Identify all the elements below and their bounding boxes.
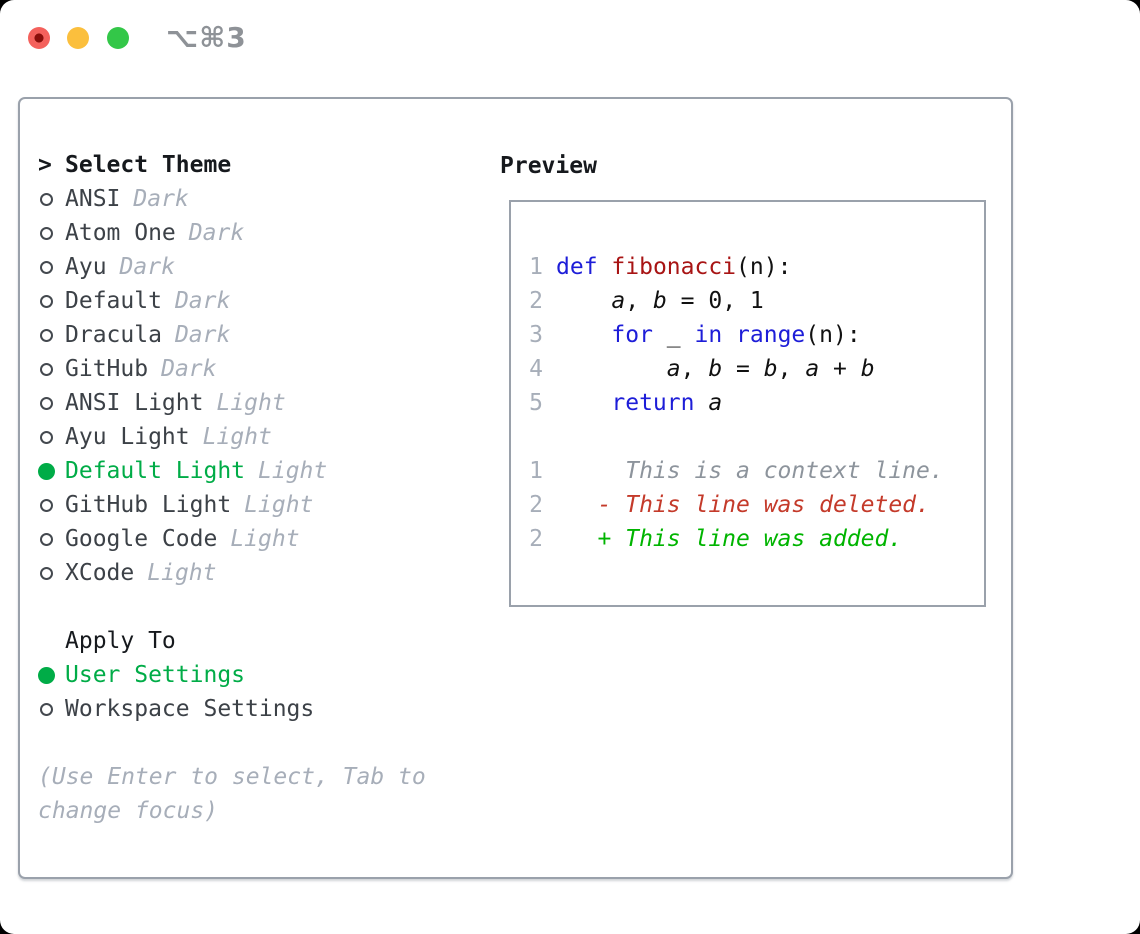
radio-icon xyxy=(40,260,53,274)
theme-name: Default Light xyxy=(65,458,246,484)
radio-icon xyxy=(40,294,53,308)
line-text: - This line was deleted. xyxy=(556,492,930,518)
code-line: 3 for _ in range(n): xyxy=(511,318,984,352)
line-text: def fibonacci(n): xyxy=(556,254,792,280)
theme-variant-tag: Dark xyxy=(119,254,175,280)
spacer xyxy=(38,590,450,624)
theme-name: Default xyxy=(65,288,162,314)
apply-to-option[interactable]: Workspace Settings xyxy=(38,692,450,726)
apply-to-option[interactable]: User Settings xyxy=(38,658,450,692)
radio-icon xyxy=(38,666,55,684)
line-text: a, b = 0, 1 xyxy=(611,288,764,314)
spacer xyxy=(38,726,450,760)
blank-line xyxy=(511,420,984,454)
line-text: This is a context line. xyxy=(556,458,944,484)
code-line: 4 a, b = b, a + b xyxy=(511,352,984,386)
theme-name: XCode xyxy=(65,560,135,586)
theme-name: Google Code xyxy=(65,526,218,552)
theme-option[interactable]: Dracula Dark xyxy=(38,318,450,352)
focus-cursor-icon: > xyxy=(38,152,52,178)
line-number: 2 xyxy=(529,492,543,518)
radio-icon xyxy=(40,362,53,376)
theme-name: Ayu Light xyxy=(65,424,190,450)
radio-icon xyxy=(40,192,53,206)
radio-icon xyxy=(40,532,53,546)
theme-name: Ayu xyxy=(65,254,107,280)
theme-option[interactable]: GitHub Light Light xyxy=(38,488,450,522)
theme-option[interactable]: Ayu Light Light xyxy=(38,420,450,454)
radio-icon xyxy=(38,462,55,480)
theme-option[interactable]: GitHub Dark xyxy=(38,352,450,386)
radio-icon xyxy=(40,396,53,410)
radio-icon xyxy=(40,430,53,444)
theme-option[interactable]: Default Light Light xyxy=(38,454,450,488)
theme-variant-tag: Dark xyxy=(161,356,217,382)
line-number: 2 xyxy=(529,526,543,552)
theme-option[interactable]: Ayu Dark xyxy=(38,250,450,284)
preview-header: Preview xyxy=(500,153,597,179)
theme-option[interactable]: ANSI Dark xyxy=(38,182,450,216)
code-line: 1 def fibonacci(n): xyxy=(511,250,984,284)
line-number: 1 xyxy=(529,458,543,484)
radio-icon xyxy=(40,566,53,580)
apply-to-label: Workspace Settings xyxy=(65,696,315,722)
line-text: a, b = b, a + b xyxy=(666,356,875,382)
apply-to-header: Apply To xyxy=(65,628,176,654)
select-theme-header: Select Theme xyxy=(65,152,232,178)
minimize-button[interactable] xyxy=(67,27,89,49)
theme-variant-tag: Light xyxy=(202,424,272,450)
radio-icon xyxy=(40,328,53,342)
theme-option[interactable]: ANSI Light Light xyxy=(38,386,450,420)
radio-icon xyxy=(40,226,53,240)
window-title: ⌥⌘3 xyxy=(166,21,247,54)
theme-option[interactable]: Google Code Light xyxy=(38,522,450,556)
line-number: 3 xyxy=(529,322,543,348)
code-line: 5 return a xyxy=(511,386,984,420)
theme-name: GitHub Light xyxy=(65,492,232,518)
diff-line: 2 - This line was deleted. xyxy=(511,488,984,522)
theme-name: ANSI Light xyxy=(65,390,204,416)
theme-variant-tag: Light xyxy=(147,560,217,586)
theme-variant-tag: Light xyxy=(258,458,328,484)
theme-variant-tag: Dark xyxy=(188,220,245,246)
theme-variant-tag: Light xyxy=(216,390,286,416)
radio-icon xyxy=(40,498,53,512)
help-text: (Use Enter to select, Tab to change focu… xyxy=(38,764,440,824)
theme-option[interactable]: Atom One Dark xyxy=(38,216,450,250)
line-number: 1 xyxy=(529,254,543,280)
radio-icon xyxy=(40,702,53,716)
theme-name: ANSI xyxy=(65,186,121,212)
line-number: 5 xyxy=(529,390,543,416)
theme-variant-tag: Dark xyxy=(174,322,231,348)
select-theme-header-row: > Select Theme xyxy=(38,148,450,182)
theme-variant-tag: Dark xyxy=(133,186,189,212)
theme-variant-tag: Light xyxy=(244,492,314,518)
theme-name: GitHub xyxy=(65,356,149,382)
close-button[interactable] xyxy=(28,27,50,49)
line-number: 2 xyxy=(529,288,543,314)
theme-option[interactable]: XCode Light xyxy=(38,556,450,590)
line-number: 4 xyxy=(529,356,543,382)
zoom-button[interactable] xyxy=(107,27,129,49)
line-text: for _ in range(n): xyxy=(611,322,861,348)
diff-line: 2 + This line was added. xyxy=(511,522,984,556)
diff-line: 1 This is a context line. xyxy=(511,454,984,488)
apply-to-label: User Settings xyxy=(65,662,246,688)
theme-variant-tag: Dark xyxy=(174,288,231,314)
apply-to-header-row: Apply To xyxy=(38,624,450,658)
code-line: 2 a, b = 0, 1 xyxy=(511,284,984,318)
line-text: + This line was added. xyxy=(556,526,903,552)
theme-name: Atom One xyxy=(65,220,176,246)
theme-name: Dracula xyxy=(65,322,162,348)
theme-variant-tag: Light xyxy=(230,526,300,552)
theme-option[interactable]: Default Dark xyxy=(38,284,450,318)
line-text: return a xyxy=(611,390,723,416)
